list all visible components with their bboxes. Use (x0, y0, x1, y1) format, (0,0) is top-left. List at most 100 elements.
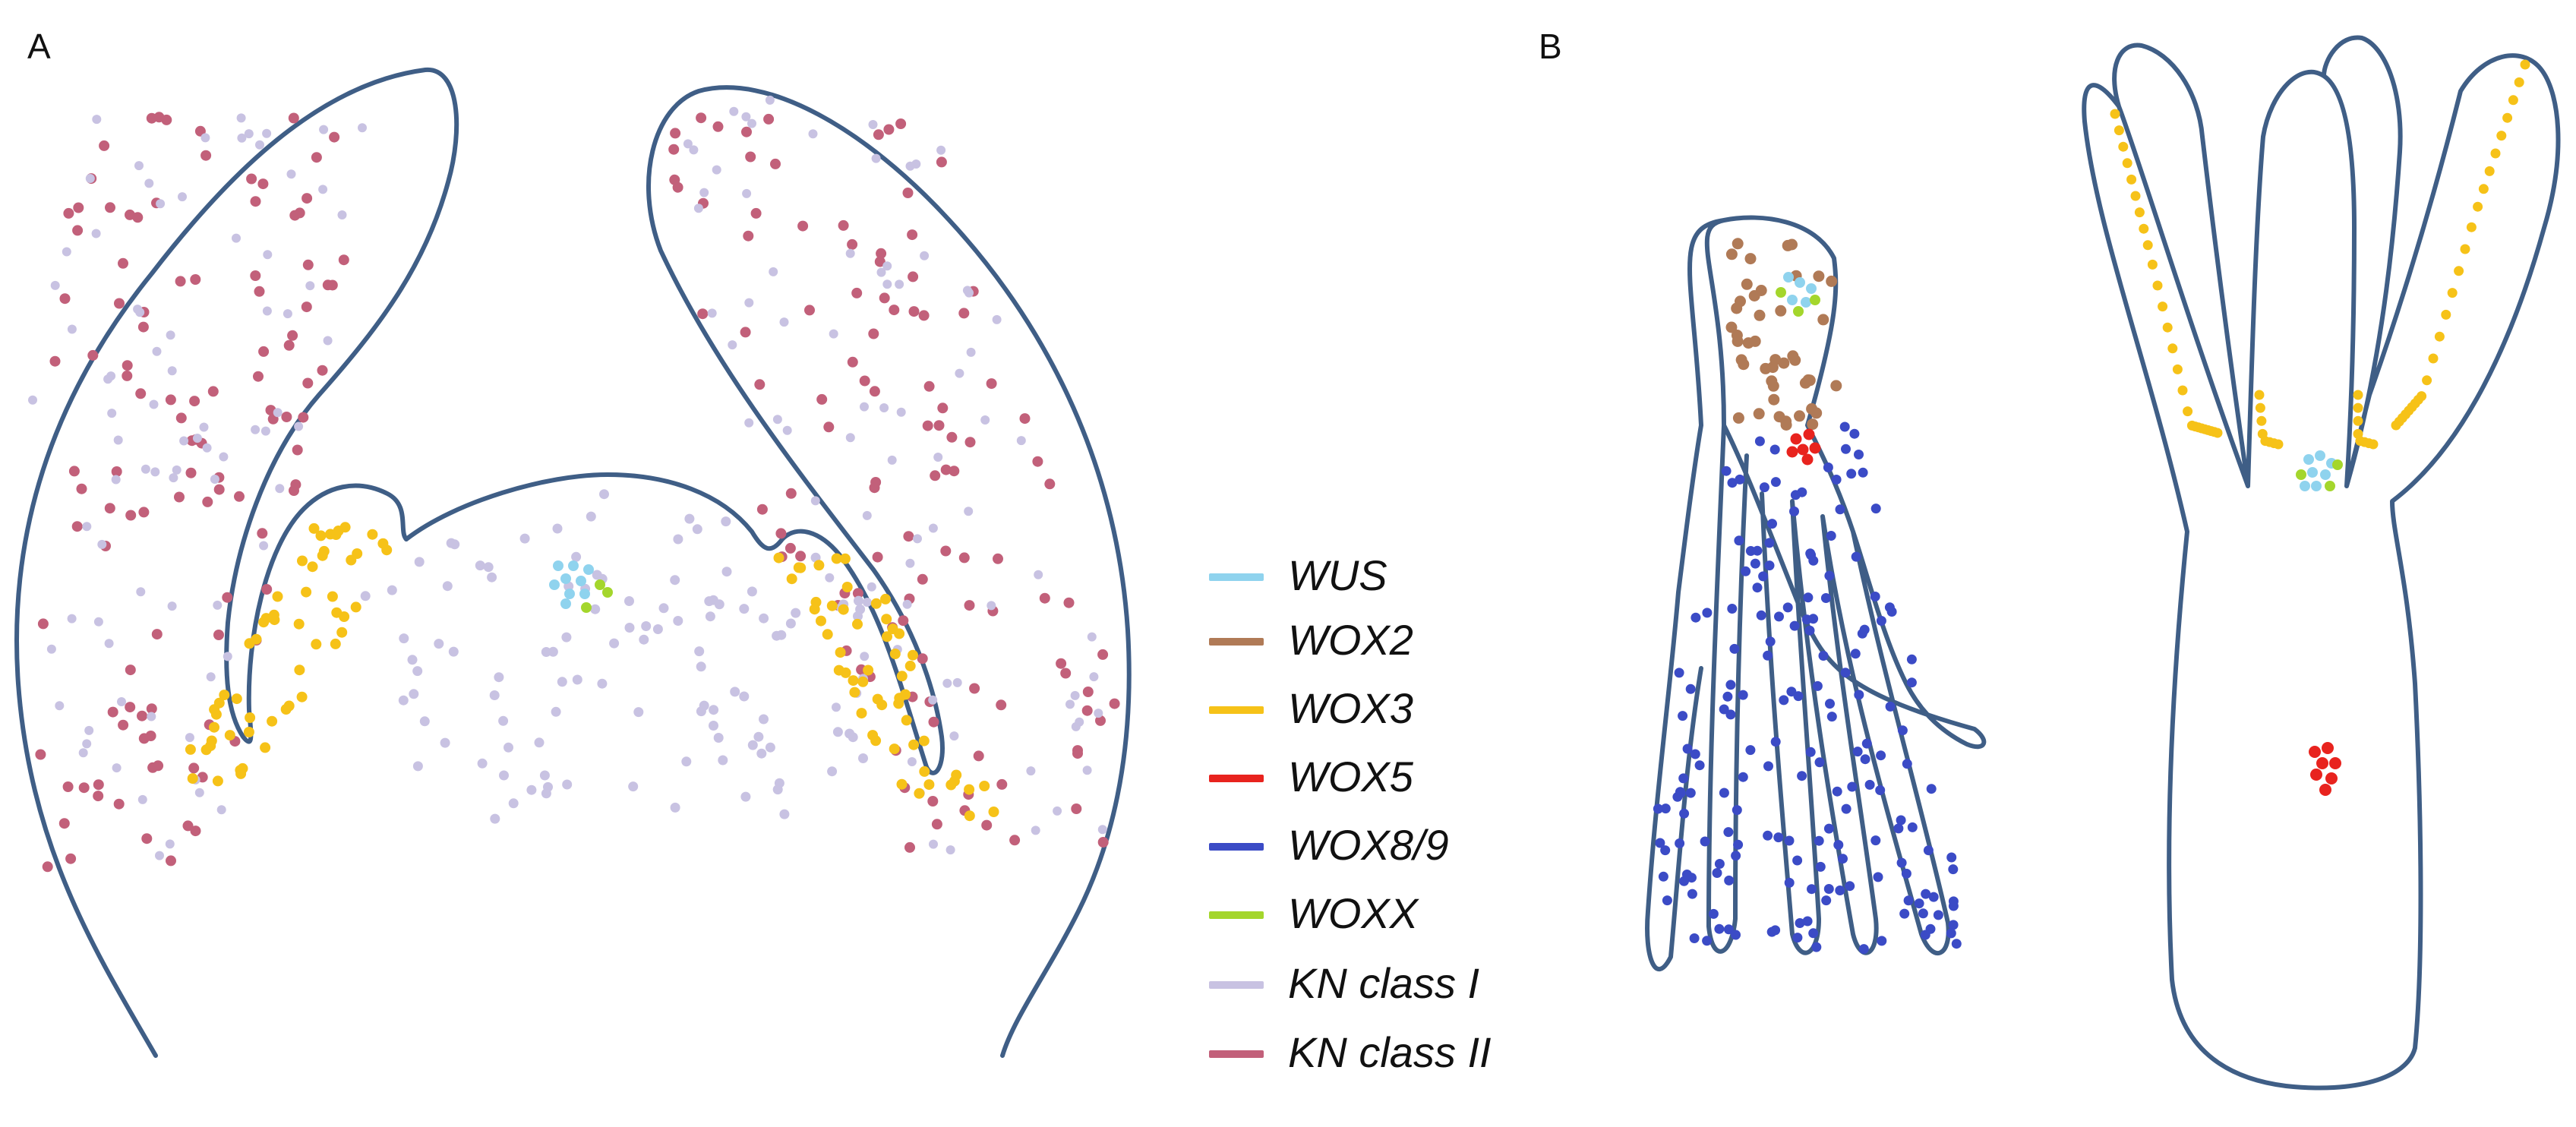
kn-class-1-dot (747, 118, 756, 128)
legend-swatch-wox8-9 (1209, 843, 1264, 851)
kn-class-1-dot (827, 766, 838, 777)
kn-class-2-dot (949, 466, 960, 477)
kn-class-1-dot (696, 661, 706, 672)
kn-class-1-dot (490, 813, 500, 824)
kn-class-1-dot (91, 229, 101, 238)
wox3-dot (187, 773, 198, 784)
kn-class-2-dot (847, 238, 858, 250)
wox2-dot (1773, 411, 1785, 423)
wox3-dot (2255, 402, 2265, 413)
kn-class-2-dot (107, 706, 118, 718)
kn-class-2-dot (213, 630, 224, 640)
wox8-9-dot (1790, 490, 1801, 500)
kn-class-2-dot (113, 798, 125, 810)
kn-class-1-dot (709, 721, 718, 731)
wox3-dot (315, 530, 327, 541)
wox3-dot (979, 781, 990, 791)
wox3-dot (2478, 184, 2489, 194)
kn-class-2-dot (125, 510, 137, 521)
kn-class-2-dot (58, 818, 70, 829)
kn-class-1-dot (571, 551, 582, 562)
kn-class-1-dot (848, 732, 858, 743)
kn-class-2-dot (969, 683, 980, 694)
wox3-dot (786, 573, 797, 585)
kn-class-2-dot (301, 301, 312, 313)
kn-class-2-dot (189, 396, 200, 407)
wus-dot (2303, 454, 2314, 465)
kn-class-1-dot (929, 839, 938, 849)
wus-dot (2320, 469, 2331, 480)
wox8-9-dot (1923, 845, 1934, 856)
wox8-9-dot (1805, 747, 1816, 757)
wox3-dot (2514, 77, 2524, 87)
wox2-dot (1830, 380, 1842, 392)
kn-class-1-dot (714, 599, 724, 610)
wox3-dot (841, 582, 853, 592)
kn-class-2-dot (132, 212, 144, 223)
kn-class-2-dot (213, 484, 225, 495)
kn-class-2-dot (741, 126, 752, 137)
kn-class-1-dot (871, 153, 881, 163)
wox3-dot (2454, 266, 2464, 276)
wox3-dot (346, 554, 357, 566)
woxx-dot (2325, 481, 2335, 491)
wox2-dot (1748, 290, 1760, 301)
kn-class-1-dot (1026, 766, 1036, 776)
wox3-dot (350, 601, 361, 613)
kn-class-1-dot (905, 558, 915, 568)
wox8-9-dot (1814, 835, 1824, 846)
kn-class-2-dot (261, 584, 273, 595)
wox8-9-dot (1885, 701, 1896, 712)
kn-class-2-dot (137, 710, 147, 721)
kn-class-1-dot (337, 210, 347, 219)
wox3-dot (327, 591, 338, 602)
kn-class-1-dot (165, 839, 175, 849)
wox5-dot (1809, 442, 1821, 454)
kn-class-1-dot (599, 489, 609, 500)
kn-class-1-dot (206, 672, 216, 682)
kn-class-1-dot (779, 809, 790, 819)
legend-label-wox2: WOX2 (1288, 616, 1413, 664)
kn-class-1-dot (721, 567, 732, 577)
wox5-dot (2309, 746, 2321, 758)
kn-class-1-dot (879, 403, 889, 412)
wox8-9-dot (1685, 788, 1696, 798)
kn-class-2-dot (918, 310, 930, 321)
kn-class-1-dot (862, 598, 872, 607)
kn-class-1-dot (825, 573, 835, 582)
wox8-9-dot (1702, 936, 1713, 946)
wox3-dot (267, 715, 278, 727)
kn-class-2-dot (996, 699, 1007, 711)
wox3-dot (835, 647, 846, 658)
kn-class-1-dot (765, 742, 775, 753)
wus-dot (1801, 297, 1811, 308)
kn-class-1-dot (964, 507, 974, 516)
kn-class-2-dot (63, 207, 74, 219)
wox3-dot (2391, 420, 2401, 431)
wox8-9-dot (1764, 560, 1775, 571)
kn-class-2-dot (138, 733, 150, 744)
woxx-dot (581, 602, 592, 613)
wox8-9-dot (1812, 680, 1823, 691)
kn-class-1-dot (149, 399, 159, 409)
wox3-dot (2256, 415, 2267, 426)
wox8-9-dot (1907, 822, 1918, 832)
wox8-9-dot (1792, 933, 1803, 943)
kn-class-1-dot (887, 455, 897, 465)
kn-class-2-dot (670, 128, 681, 139)
kn-class-2-dot (289, 485, 299, 496)
kn-class-2-dot (697, 308, 709, 320)
panel-a-meristem-outline (404, 472, 929, 769)
wox3-dot (2428, 353, 2439, 364)
kn-class-1-dot (721, 516, 731, 527)
wox8-9-dot (1721, 466, 1732, 476)
kn-class-2-dot (185, 467, 197, 478)
wox3-dot (813, 560, 825, 571)
kn-class-2-dot (93, 779, 104, 791)
wox8-9-dot (1893, 823, 1904, 834)
kn-class-2-dot (852, 588, 863, 599)
kn-class-2-dot (936, 156, 947, 168)
wox3-dot (2177, 385, 2188, 396)
kn-class-1-dot (609, 638, 620, 649)
wox8-9-dot (1714, 859, 1725, 869)
